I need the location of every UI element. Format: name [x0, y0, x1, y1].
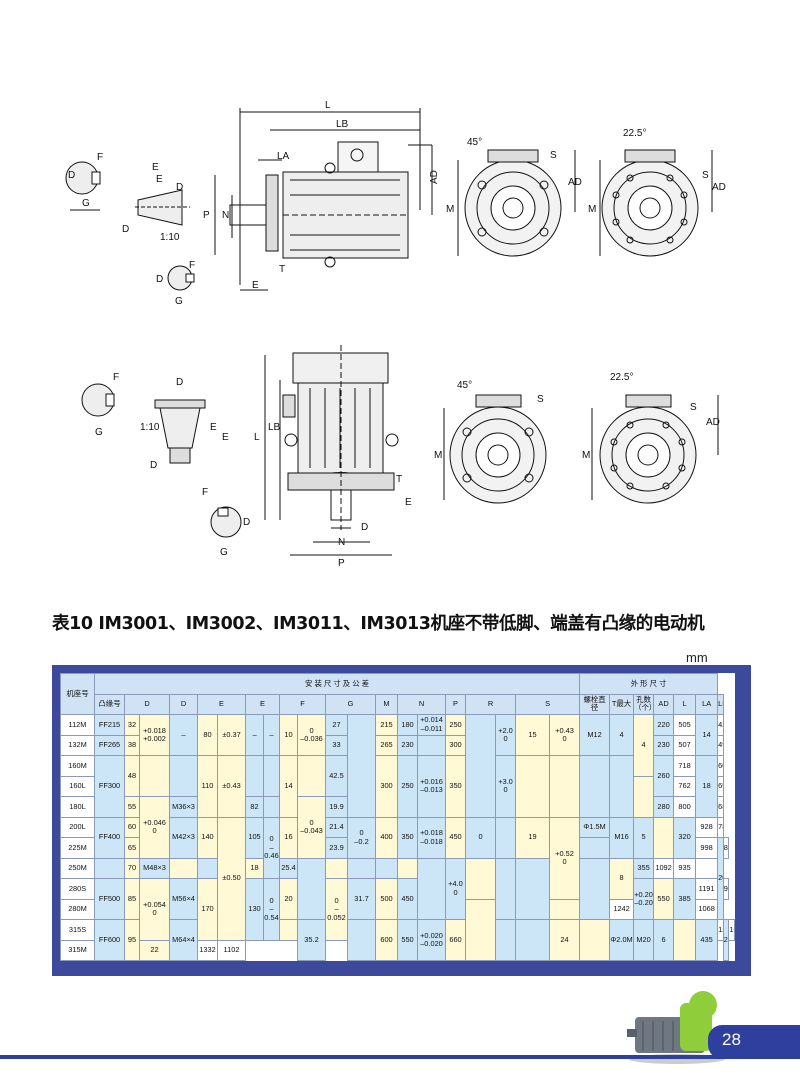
header-D1: D — [169, 693, 198, 715]
header-P: P — [445, 693, 466, 715]
label-E-5: E — [222, 432, 229, 443]
label-N: N — [222, 210, 229, 221]
page-number: 28 — [722, 1030, 741, 1049]
label-AD: AD — [429, 170, 440, 184]
label-E1-2: E — [156, 174, 163, 185]
header-flange: 凸缘号 — [94, 693, 125, 715]
header-frame: 机座号 — [60, 673, 95, 715]
flange-front-view-1 — [457, 149, 576, 257]
label-D1-2: D — [122, 224, 129, 235]
label-AD-2: AD — [712, 182, 726, 193]
label-P: P — [203, 210, 210, 221]
label-45-2: 45° — [457, 380, 472, 391]
label-D-5: D — [176, 377, 183, 388]
label-N-v: N — [338, 537, 345, 548]
label-T-v: T — [396, 474, 402, 485]
table-row: 280M 1242 1068 — [60, 898, 735, 961]
label-D-2: D — [176, 182, 183, 193]
label-AD-4: AD — [706, 417, 720, 428]
table-row: 315S FF600 95 M64×4 35.2 600 550 +0.020–… — [60, 919, 735, 961]
label-P-v: P — [338, 558, 345, 569]
label-LB: LB — [336, 119, 349, 130]
header-LB: LB — [717, 693, 724, 715]
label-LA: LA — [277, 151, 290, 162]
table-row: 112M FF215 32 +0.018+0.002 – 80 ±0.37 – … — [60, 714, 735, 818]
label-S-4: S — [690, 402, 697, 413]
table-title: 表10 IM3001、IM3002、IM3011、IM3013机座不带低脚、端盖… — [52, 614, 705, 634]
header-G: G — [325, 693, 376, 715]
header-install: 安 装 尺 寸 及 公 差 — [93, 673, 581, 695]
header-T: T最大 — [609, 693, 635, 715]
label-F-4: F — [113, 372, 119, 383]
label-T-top: T — [279, 264, 285, 275]
label-L: L — [325, 100, 331, 111]
header-LA: LA — [695, 693, 719, 715]
flange-front-view-3 — [443, 394, 547, 504]
header-L: L — [673, 693, 697, 715]
label-D-6: D — [243, 517, 250, 528]
label-M-3: M — [434, 450, 442, 461]
label-G-4: G — [95, 427, 103, 438]
label-L-v: L — [254, 432, 260, 443]
header-outline: 外 形 尺 寸 — [579, 673, 719, 695]
label-F-6: F — [202, 487, 208, 498]
table-row: 200L FF400 60 M42×3 140 ±0.50 105 0–0.46… — [60, 816, 735, 941]
label-M-4: M — [582, 450, 590, 461]
label-taper-1: 1:10 — [160, 232, 180, 243]
label-45-1: 45° — [467, 137, 482, 148]
motor-side-view — [214, 108, 433, 291]
label-G-1: G — [82, 198, 90, 209]
label-D-3: D — [156, 274, 163, 285]
flange-front-view-2 — [599, 149, 713, 257]
label-taper-2: 1:10 — [140, 422, 160, 433]
label-E1-5: E — [210, 422, 217, 433]
shaft-detail-top — [65, 161, 195, 291]
header-E1: E — [245, 693, 280, 715]
motor-vertical-view — [264, 345, 399, 556]
label-G-6: G — [220, 547, 228, 558]
label-D-v: D — [361, 522, 368, 533]
header-AD: AD — [653, 693, 675, 715]
label-D1-5: D — [150, 460, 157, 471]
page-number-tab: 28 — [708, 1025, 800, 1059]
header-S: S — [514, 693, 581, 715]
technical-drawings: L LB LA AD P N E T F G D E E D D 1:10 F … — [65, 100, 726, 569]
label-S-3: S — [537, 394, 544, 405]
label-225-1: 22.5° — [623, 128, 646, 139]
label-LB-v: LB — [268, 422, 281, 433]
table-row: 160L 762 650 — [60, 775, 735, 818]
label-F-3: F — [189, 260, 195, 271]
table-row: 315M 22 1332 1102 — [60, 939, 735, 961]
label-S-2: S — [702, 170, 709, 181]
header-N: N — [397, 693, 446, 715]
header-M: M — [375, 693, 398, 715]
table-row: 160M FF300 48 110 ±0.43 14 42.5 300 250 … — [60, 755, 735, 818]
unit-label: mm — [686, 650, 708, 665]
spec-table: 机座号 安 装 尺 寸 及 公 差 外 形 尺 寸 凸缘号 D D E E F … — [60, 673, 735, 961]
header-E: E — [197, 693, 246, 715]
label-E-top: E — [252, 280, 259, 291]
label-M-2: M — [588, 204, 596, 215]
label-225-2: 22.5° — [610, 372, 633, 383]
header-R: R — [465, 693, 516, 715]
header-D: D — [124, 693, 170, 715]
spec-table-frame: 机座号 安 装 尺 寸 及 公 差 外 形 尺 寸 凸缘号 D D E E F … — [52, 665, 751, 976]
label-D-1: D — [68, 170, 75, 181]
label-E-2: E — [152, 162, 159, 173]
shaft-detail-bottom — [81, 383, 242, 538]
label-AD-1: AD — [568, 177, 582, 188]
flange-front-view-4 — [591, 394, 719, 504]
label-F-1: F — [97, 152, 103, 163]
label-S-1: S — [550, 150, 557, 161]
header-holes: 孔数（个） — [633, 693, 655, 715]
header-F: F — [279, 693, 326, 715]
label-E-v: E — [405, 497, 412, 508]
footer-bar — [0, 1055, 800, 1059]
header-bolt: 螺栓直径 — [579, 693, 611, 715]
label-M-1: M — [446, 204, 454, 215]
label-G-3: G — [175, 296, 183, 307]
